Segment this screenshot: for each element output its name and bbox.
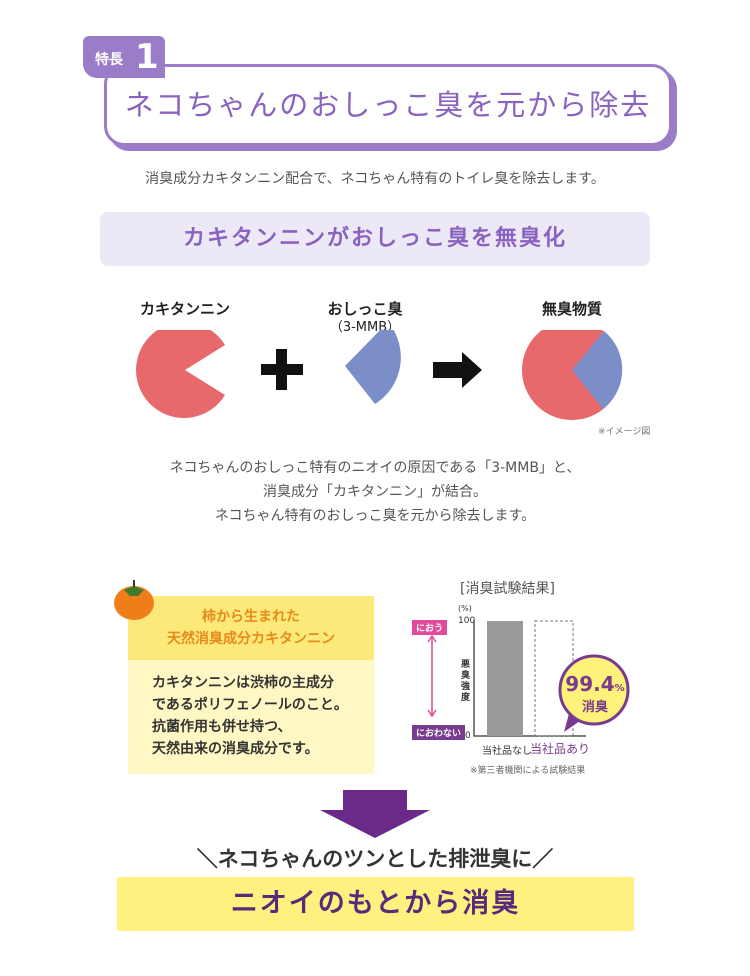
kaki-heading-line: 柿から生まれた <box>202 609 300 625</box>
down-arrow-icon <box>320 790 430 838</box>
y-tick-100: 100 <box>458 616 476 626</box>
category-label: 当社品あり <box>530 742 591 756</box>
plus-icon <box>261 349 303 390</box>
kaki-body-line: カキタンニンは渋柿の主成分 <box>152 675 334 691</box>
reaction-diagram <box>136 330 623 420</box>
left-label: カキタンニン <box>139 300 230 318</box>
category-label: 当社品なし <box>482 746 532 757</box>
badge-label: 消臭 <box>581 700 608 715</box>
tagline: ＼ネコちゃんのツンとした排泄臭に／ <box>196 847 554 871</box>
scale-top-label: におう <box>412 620 448 635</box>
kaki-body-line: 抗菌作用も併せ持つ、 <box>152 719 292 735</box>
odorless-shape <box>522 330 623 420</box>
3mmb-wedge <box>345 330 401 404</box>
description-line: ネコちゃんのおしっこ特有のニオイの原因である「3-MMB」と、 <box>169 460 581 476</box>
kaki-body: カキタンニンは渋柿の主成分 であるポリフェノールのこと。 抗菌作用も併せ持つ、 … <box>152 672 348 760</box>
y-tick-0: 0 <box>465 731 471 741</box>
right-label: 無臭物質 <box>541 300 602 318</box>
bar-0 <box>487 621 523 736</box>
kaki-heading-line: 天然消臭成分カキタンニン <box>167 631 335 647</box>
scale-arrow <box>427 634 437 718</box>
chart-title: [消臭試験結果] <box>460 581 555 597</box>
arrow-right-icon <box>433 352 482 388</box>
banner-text: ニオイのもとから消臭 <box>230 888 521 919</box>
description: ネコちゃんのおしっこ特有のニオイの原因である「3-MMB」と、 消臭成分「カキタ… <box>0 456 750 528</box>
chart-footnote: ※第三者機関による試験結果 <box>470 766 586 776</box>
title-box: ネコちゃんのおしっこ臭を元から除去 <box>104 64 672 146</box>
kakitannin-shape <box>136 330 225 418</box>
feature-tag-number: 1 <box>135 37 159 77</box>
kaki-heading: 柿から生まれた 天然消臭成分カキタンニン <box>128 596 374 660</box>
kaki-body-line: であるポリフェノールのこと。 <box>152 697 348 713</box>
result-badge <box>558 654 630 732</box>
lead-text: 消臭成分カキタンニン配合で、ネコちゃん特有のトイレ臭を除去します。 <box>145 171 605 187</box>
persimmon-icon <box>114 580 154 620</box>
bottom-banner: ニオイのもとから消臭 <box>117 877 634 931</box>
page-title: ネコちゃんのおしっこ臭を元から除去 <box>124 88 652 122</box>
tagline-text: ネコちゃんのツンとした排泄臭に <box>217 847 533 871</box>
chart-unit: (%) <box>458 604 472 613</box>
subheading: カキタンニンがおしっこ臭を無臭化 <box>182 226 567 251</box>
description-line: 消臭成分「カキタンニン」が結合。 <box>263 484 487 500</box>
badge-value: 99.4 <box>565 672 615 696</box>
feature-tag: 特長 1 <box>83 36 165 78</box>
badge-text: 99.4% 消臭 <box>560 672 630 715</box>
middle-label: おしっこ臭 <box>327 300 403 318</box>
scale-bottom-label: におわない <box>412 725 466 740</box>
feature-tag-label: 特長 <box>95 52 123 68</box>
y-axis-label: 悪臭強度 <box>461 660 471 703</box>
badge-unit: % <box>614 683 625 694</box>
subheading-box: カキタンニンがおしっこ臭を無臭化 <box>100 212 650 266</box>
image-note: ※イメージ図 <box>598 427 651 437</box>
chart-area <box>427 620 586 737</box>
description-line: ネコちゃん特有のおしっこ臭を元から除去します。 <box>214 508 536 524</box>
kaki-body-line: 天然由来の消臭成分です。 <box>152 741 319 757</box>
